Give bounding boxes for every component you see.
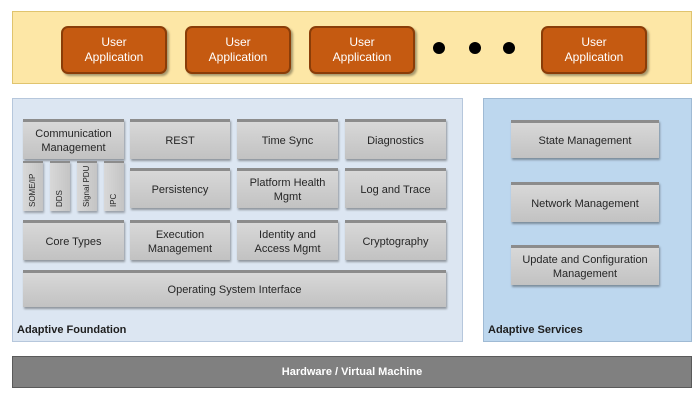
protocol-ipc: IPC xyxy=(104,161,124,211)
protocol-someip: SOME/IP xyxy=(23,161,43,211)
module-rest: REST xyxy=(130,119,230,159)
user-application-4: User Application xyxy=(541,26,647,74)
ellipsis-dot-1 xyxy=(433,42,445,54)
protocol-signal-pdu-label: Signal PDU xyxy=(82,165,91,207)
user-application-3: User Application xyxy=(309,26,415,74)
adaptive-services-label: Adaptive Services xyxy=(488,324,583,336)
application-layer: User Application User Application User A… xyxy=(12,11,692,84)
module-persistency: Persistency xyxy=(130,168,230,208)
service-update-config-management: Update and Configuration Management xyxy=(511,245,659,285)
module-time-sync: Time Sync xyxy=(237,119,338,159)
module-core-types: Core Types xyxy=(23,220,124,260)
module-platform-health: Platform Health Mgmt xyxy=(237,168,338,208)
module-os-interface: Operating System Interface xyxy=(23,270,446,307)
protocol-ipc-label: IPC xyxy=(109,193,118,207)
service-state-management: State Management xyxy=(511,120,659,158)
module-identity-access: Identity and Access Mgmt xyxy=(237,220,338,260)
adaptive-foundation-label: Adaptive Foundation xyxy=(17,324,127,336)
module-execution-management: Execution Management xyxy=(130,220,230,260)
ellipsis-dot-3 xyxy=(503,42,515,54)
hardware-virtual-machine: Hardware / Virtual Machine xyxy=(12,356,692,388)
user-application-2: User Application xyxy=(185,26,291,74)
user-application-1: User Application xyxy=(61,26,167,74)
communication-management: Communication Management xyxy=(23,119,124,159)
module-diagnostics: Diagnostics xyxy=(345,119,446,159)
module-cryptography: Cryptography xyxy=(345,220,446,260)
service-network-management: Network Management xyxy=(511,182,659,222)
protocol-dds: DDS xyxy=(50,161,70,211)
adaptive-services-panel: State Management Network Management Upda… xyxy=(483,98,692,342)
protocol-someip-label: SOME/IP xyxy=(28,173,37,207)
ellipsis-dot-2 xyxy=(469,42,481,54)
protocol-signal-pdu: Signal PDU xyxy=(77,161,97,211)
adaptive-foundation-panel: Communication Management SOME/IP DDS Sig… xyxy=(12,98,463,342)
protocol-dds-label: DDS xyxy=(55,190,64,207)
module-log-trace: Log and Trace xyxy=(345,168,446,208)
